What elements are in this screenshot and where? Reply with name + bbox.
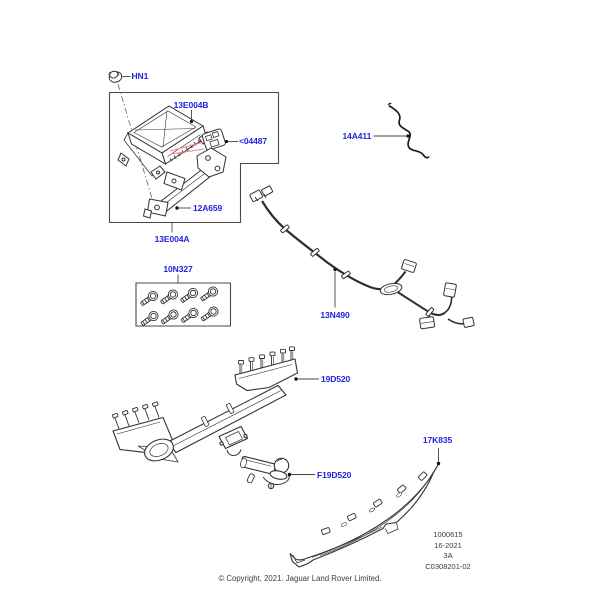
towball-drawing — [240, 456, 315, 489]
connector-drawing — [202, 128, 238, 150]
part-label-13e004b[interactable]: 13E004B — [173, 100, 209, 110]
red-pointer-lines — [170, 142, 204, 154]
copyright-notice: © Copyright, 2021. Jaguar Land Rover Lim… — [218, 574, 382, 583]
reference-line: C0308201-02 — [425, 561, 471, 571]
towbar-drawing — [112, 347, 319, 465]
reference-line: 1000615 — [433, 530, 463, 539]
part-label-13n490[interactable]: 13N490 — [320, 310, 350, 320]
towbar-left-studs — [112, 402, 162, 430]
fastener-kit-drawing — [136, 275, 231, 328]
part-label-04487[interactable]: <04487 — [239, 136, 268, 146]
reference-block: 1000615 16-2021 3A C0308201-02 — [425, 530, 470, 572]
part-label-13e004a[interactable]: 13E004A — [154, 233, 190, 244]
part-label-19d520[interactable]: 19D520 — [321, 374, 351, 384]
tow-module-drawing — [118, 106, 211, 179]
part-label-f19d520[interactable]: F19D520 — [317, 469, 352, 480]
trim-panel-drawing — [290, 448, 441, 567]
part-label-14a411[interactable]: 14A411 — [342, 131, 372, 141]
towbar-right-studs — [239, 347, 295, 377]
part-label-12a659[interactable]: 12A659 — [193, 203, 223, 213]
reference-line: 3A — [443, 551, 453, 561]
kit-box-outline — [110, 93, 279, 233]
part-label-17k835[interactable]: 17K835 — [422, 435, 453, 445]
part-label-hn1[interactable]: HN1 — [131, 71, 149, 81]
hn1-nut-drawing — [108, 70, 130, 83]
harness-drawing — [249, 186, 474, 329]
centerline — [118, 84, 156, 212]
screws — [139, 285, 220, 328]
wire-drawing — [374, 103, 429, 158]
bracket-drawing — [144, 148, 227, 218]
reference-line: 16-2021 — [434, 540, 462, 550]
trim-clips — [321, 472, 427, 535]
part-label-10n327[interactable]: 10N327 — [163, 264, 193, 274]
